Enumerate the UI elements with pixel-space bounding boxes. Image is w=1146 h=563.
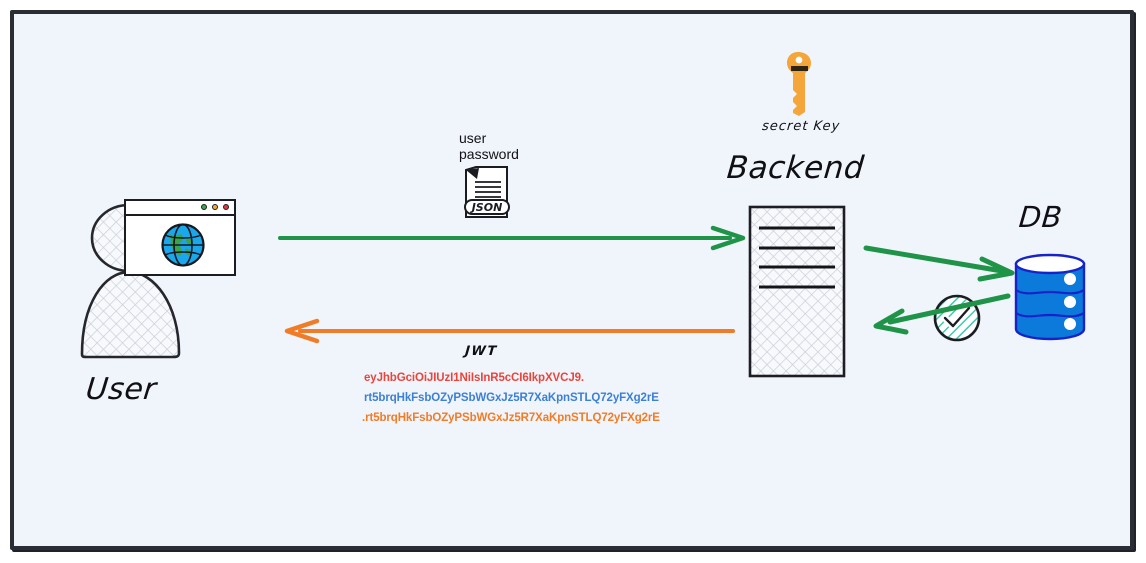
- payload-line-user: user: [459, 130, 487, 146]
- json-document-icon: JSON: [463, 165, 517, 220]
- db-to-backend-arrow: [873, 293, 1011, 335]
- browser-dot-red: [223, 204, 229, 210]
- browser-titlebar: [126, 201, 234, 216]
- globe-icon: [160, 222, 206, 268]
- jwt-token-header: eyJhbGciOiJIUzI1NiIsInR5cCI6IkpXVCJ9.: [364, 372, 585, 384]
- backend-to-user-arrow: [284, 318, 735, 344]
- database-cylinder-icon: [1013, 252, 1087, 341]
- json-badge-label: JSON: [470, 201, 503, 214]
- browser-dot-green: [201, 204, 207, 210]
- server-icon: [748, 205, 846, 378]
- jwt-token: eyJhbGciOiJIUzI1NiIsInR5cCI6IkpXVCJ9. rt…: [362, 372, 660, 424]
- jwt-label: JWT: [464, 344, 499, 359]
- browser-dot-yellow: [212, 204, 218, 210]
- key-icon: [785, 50, 815, 117]
- diagram-frame: [10, 10, 1134, 550]
- user-to-backend-arrow: [278, 225, 746, 251]
- jwt-token-payload: rt5brqHkFsbOZyPSbWGxJz5R7XaKpnSTLQ72yFXg…: [364, 392, 659, 404]
- backend-to-db-arrow: [863, 245, 1015, 282]
- payload-line-password: password: [459, 146, 519, 162]
- jwt-token-signature: .rt5brqHkFsbOZyPSbWGxJz5R7XaKpnSTLQ72yFX…: [362, 412, 660, 424]
